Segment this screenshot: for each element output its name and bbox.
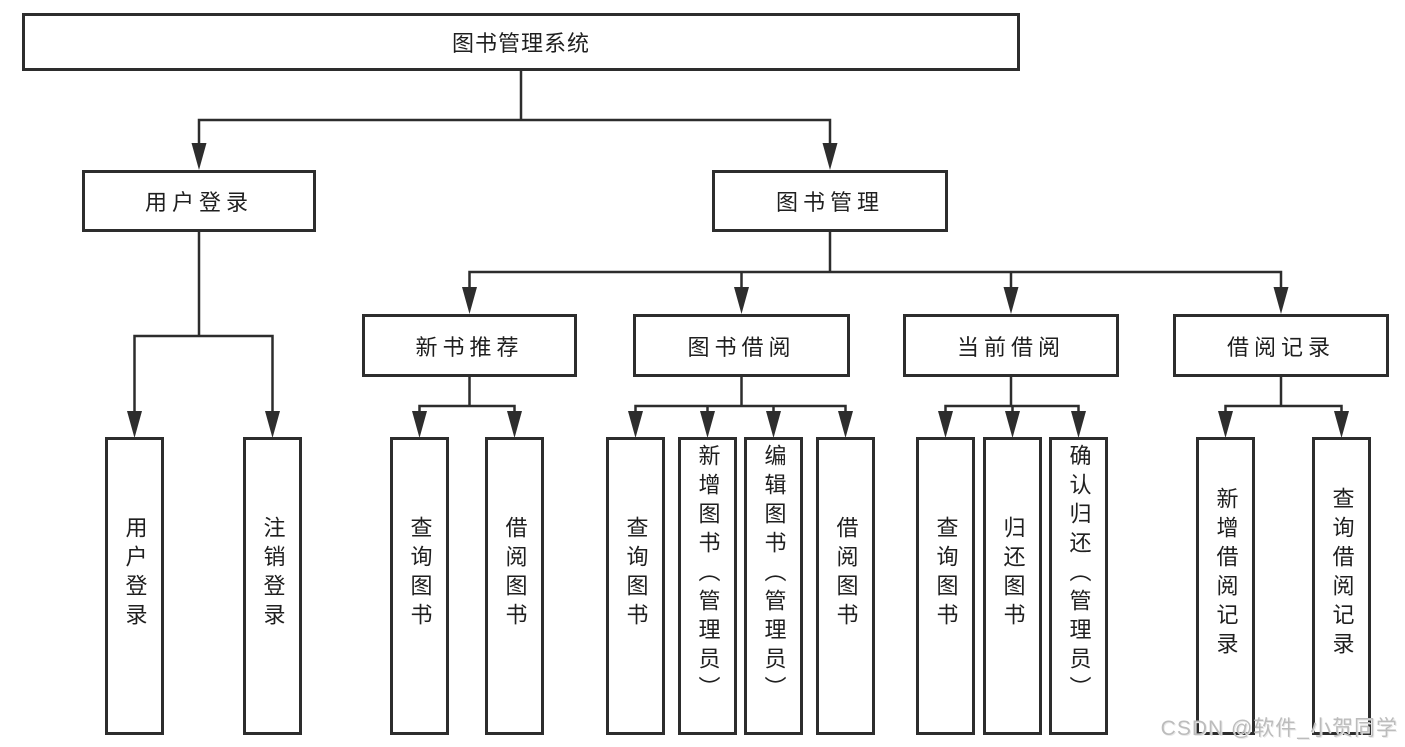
leaf-logout: 注销登录 — [243, 437, 302, 735]
node-current-borrow: 当前借阅 — [903, 314, 1119, 377]
node-label: 当前借阅 — [956, 334, 1065, 360]
leaf-borrow-books-recommend: 借阅图书 — [485, 437, 544, 735]
leaf-label: 查询图书 — [623, 516, 649, 632]
csdn-watermark: CSDN @软件_小贺同学 — [1160, 717, 1398, 740]
node-book-management: 图书管理 — [712, 170, 948, 232]
leaf-borrow-books: 借阅图书 — [816, 437, 875, 735]
node-label: 图书借阅 — [687, 334, 796, 360]
leaf-label: 借阅图书 — [833, 516, 859, 632]
leaf-query-borrow-record: 查询借阅记录 — [1312, 437, 1371, 735]
leaf-label: 新增图书（管理员） — [695, 443, 721, 705]
node-label: 新书推荐 — [415, 334, 524, 360]
leaf-edit-books-admin: 编辑图书（管理员） — [744, 437, 803, 735]
leaf-add-books-admin: 新增图书（管理员） — [678, 437, 737, 735]
leaf-return-books: 归还图书 — [983, 437, 1042, 735]
leaf-label: 用户登录 — [122, 516, 148, 632]
node-book-borrow: 图书借阅 — [633, 314, 850, 377]
leaf-label: 归还图书 — [1000, 516, 1026, 632]
node-label: 图书管理系统 — [451, 31, 590, 56]
node-label: 用户登录 — [144, 190, 253, 215]
node-label: 图书管理 — [775, 190, 884, 215]
leaf-label: 借阅图书 — [502, 516, 528, 632]
leaf-add-borrow-record: 新增借阅记录 — [1196, 437, 1255, 735]
leaf-label: 注销登录 — [260, 516, 286, 632]
leaf-label: 确认归还（管理员） — [1066, 443, 1092, 705]
leaf-confirm-return-admin: 确认归还（管理员） — [1049, 437, 1108, 735]
arrowhead-icons — [127, 143, 1349, 438]
node-user-login: 用户登录 — [82, 170, 316, 232]
leaf-label: 查询图书 — [407, 516, 433, 632]
node-borrow-records: 借阅记录 — [1173, 314, 1389, 377]
leaf-query-books-recommend: 查询图书 — [390, 437, 449, 735]
leaf-query-books-current: 查询图书 — [916, 437, 975, 735]
leaf-user-login: 用户登录 — [105, 437, 164, 735]
leaf-label: 新增借阅记录 — [1213, 487, 1239, 661]
leaf-label: 查询借阅记录 — [1329, 487, 1355, 661]
node-label: 借阅记录 — [1226, 334, 1335, 360]
leaf-label: 编辑图书（管理员） — [761, 443, 787, 705]
leaf-label: 查询图书 — [933, 516, 959, 632]
node-new-book-recommend: 新书推荐 — [362, 314, 577, 377]
node-library-system: 图书管理系统 — [22, 13, 1020, 71]
leaf-query-books-borrow: 查询图书 — [606, 437, 665, 735]
